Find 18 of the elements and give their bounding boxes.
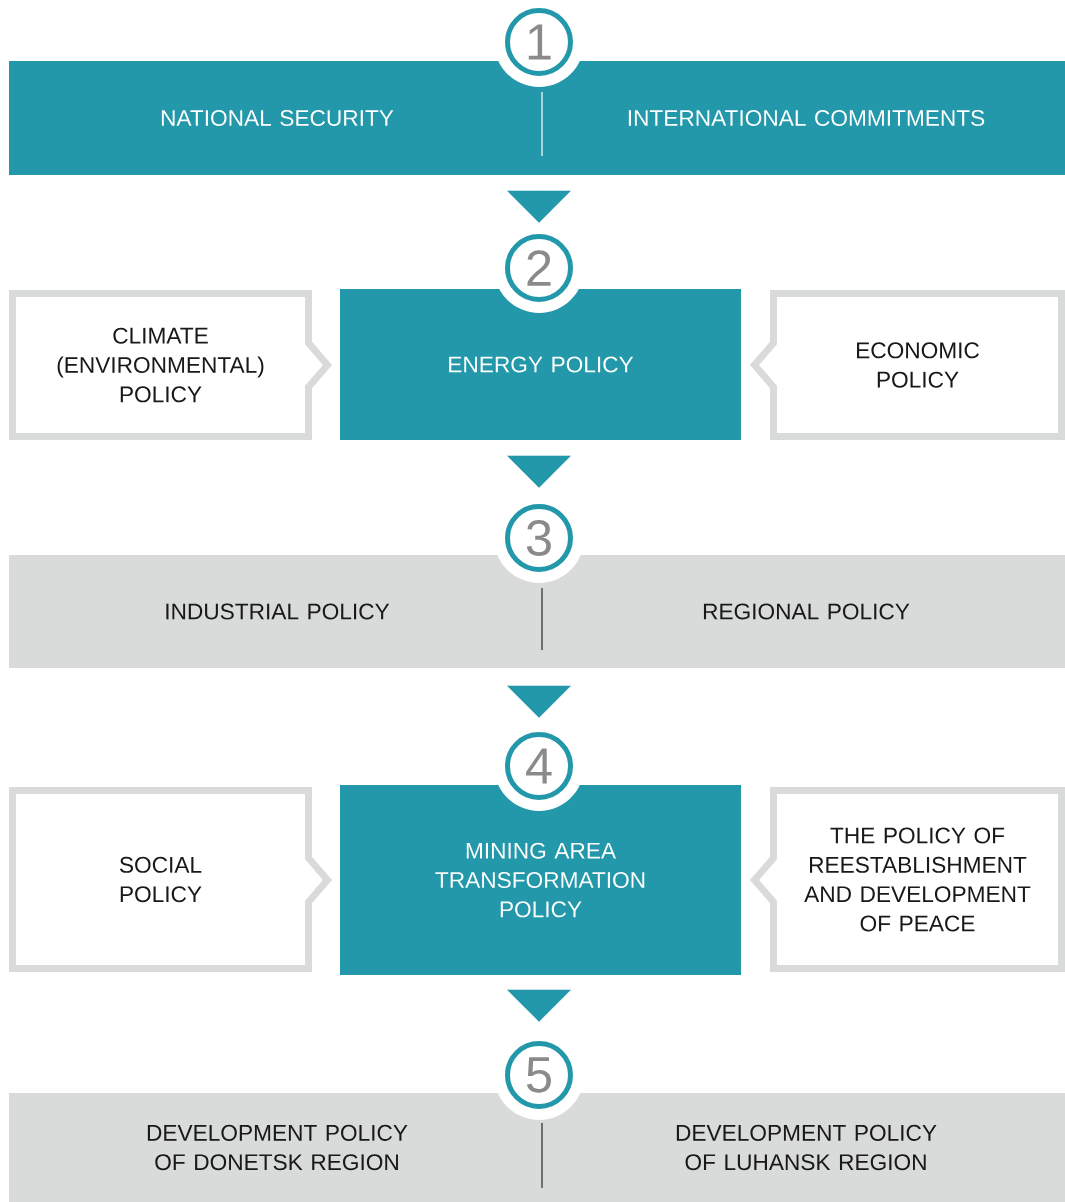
arrow [507,685,571,718]
pointer-box: CLIMATE (ENVIRONMENTAL) POLICY [9,290,333,440]
node-label: 4 [526,748,552,784]
policy-band: DEVELOPMENT POLICY OF DONETSK REGION DEVELOPMENT POLICY OF LUHANSK REGION [9,1093,1065,1202]
node-label: 1 [528,24,551,60]
arrow [507,455,571,488]
pointer-box: SOCIAL POLICY [9,787,333,972]
pointer-box: ECONOMIC POLICY [749,290,1065,440]
policy-band: INDUSTRIAL POLICY REGIONAL POLICY [9,555,1065,668]
arrow [507,989,571,1022]
node-label: 2 [527,250,551,286]
policy-box: MINING AREA TRANSFORMATION POLICY [340,785,741,975]
arrow [507,190,571,223]
policy-band: NATIONAL SECURITY INTERNATIONAL COMMITMENTS [9,61,1065,175]
node-label: 5 [526,1057,551,1093]
pointer-box: THE POLICY OF REESTABLISHMENT AND DEVELOPMENT OF PEACE [749,787,1065,972]
policy-box: ENERGY POLICY [340,289,741,440]
node-label: 3 [526,520,551,556]
